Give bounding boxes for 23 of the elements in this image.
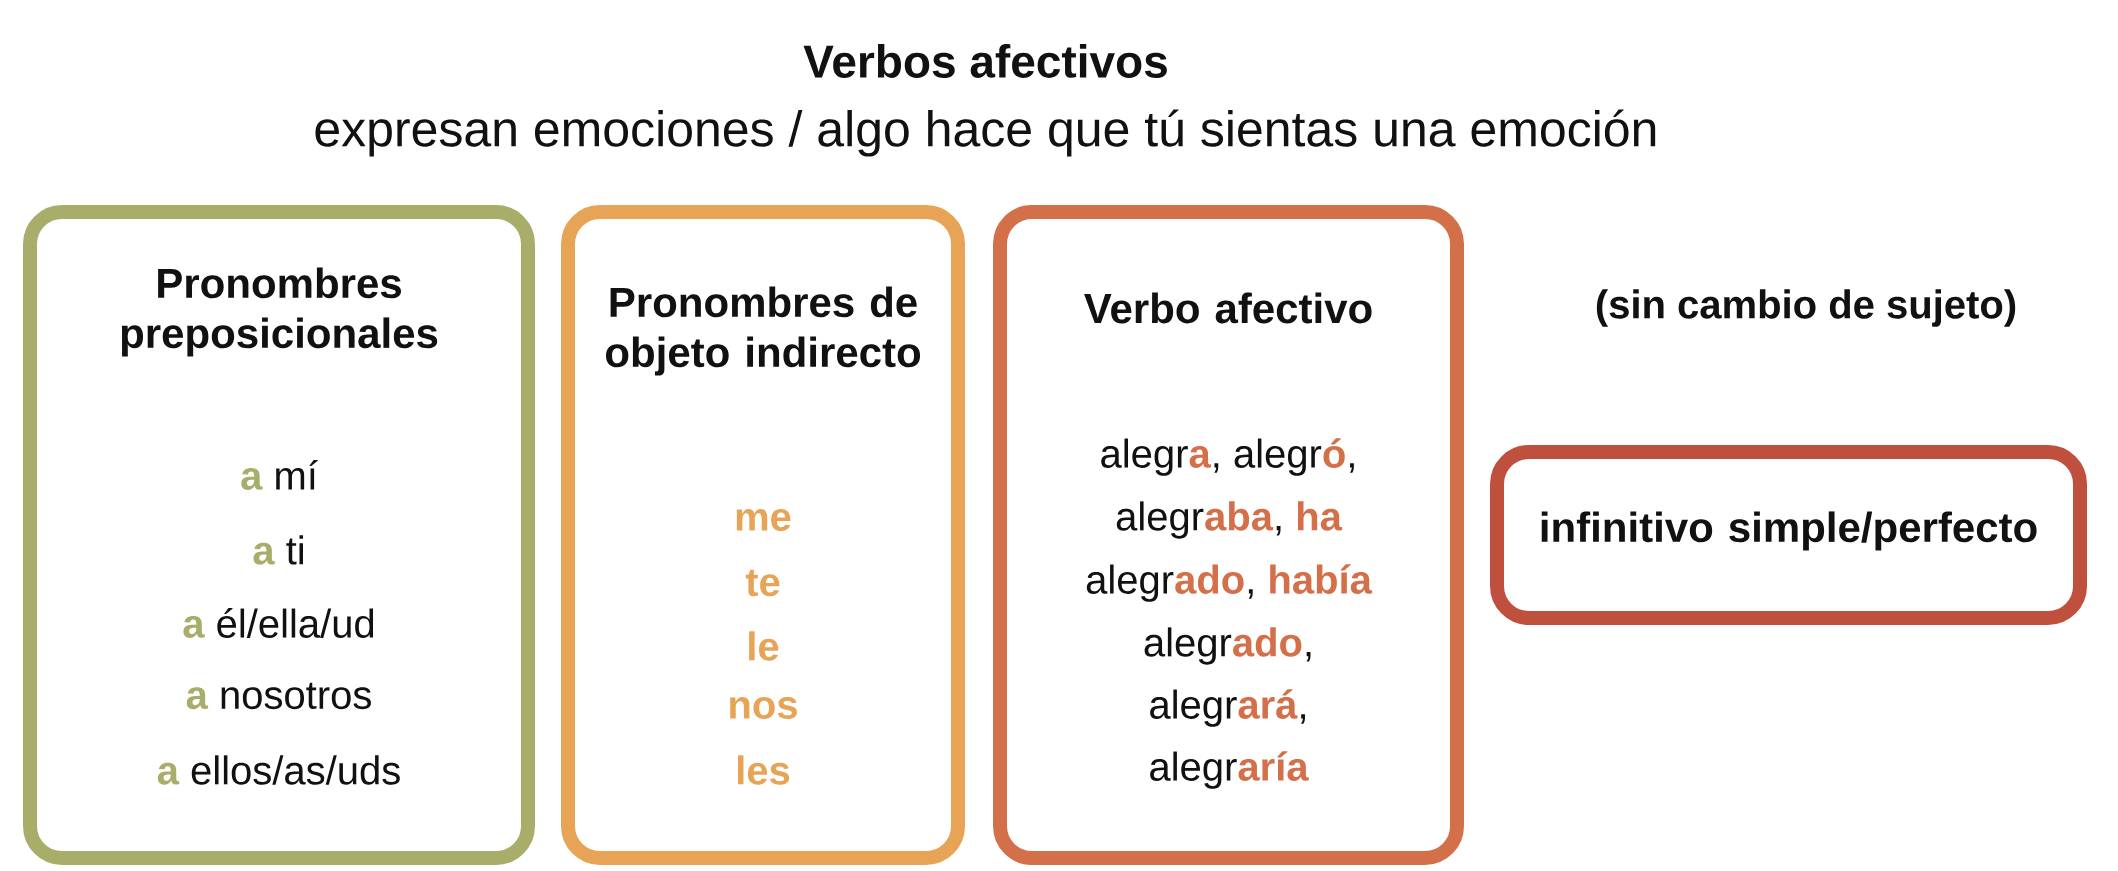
note-text: (sin cambio de sujeto) bbox=[1596, 289, 2016, 327]
title: Verbos afectivos bbox=[803, 44, 1167, 78]
list-item: a mí bbox=[241, 460, 318, 490]
subtitle: expresan emociones / algo hace que tú sientas una emoción bbox=[315, 109, 1656, 157]
list-item: les bbox=[738, 755, 790, 785]
list-item: me bbox=[736, 509, 791, 531]
box-heading: Pronombres preposicionales bbox=[121, 267, 438, 357]
list-item: alegrará, bbox=[1150, 689, 1305, 727]
list-item: nos bbox=[730, 697, 797, 719]
list-item: alegraba, ha bbox=[1116, 501, 1343, 539]
list-item: a él/ella/ud bbox=[183, 608, 374, 638]
list-item: alegra, alegró, bbox=[1101, 438, 1354, 476]
list-item: te bbox=[745, 569, 780, 597]
box-heading: Verbo afectivo bbox=[1084, 292, 1372, 324]
list-item: alegraría bbox=[1150, 751, 1309, 789]
list-item: alegrado, había bbox=[1086, 564, 1373, 602]
box-heading: Pronombres de objeto indirecto bbox=[606, 286, 921, 376]
list-item: le bbox=[749, 631, 779, 661]
box-heading: infinitivo simple/perfecto bbox=[1541, 511, 2037, 551]
list-item: a ti bbox=[253, 535, 303, 565]
list-item: a nosotros bbox=[186, 682, 371, 710]
list-item: a ellos/as/uds bbox=[157, 755, 400, 785]
list-item: alegrado, bbox=[1144, 627, 1311, 665]
